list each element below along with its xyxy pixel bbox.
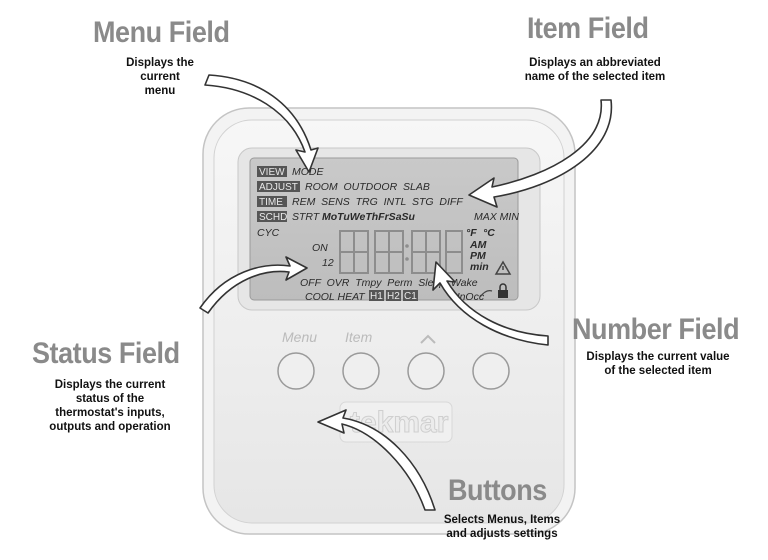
button-label-menu: Menu [282, 329, 317, 345]
item-field-title: Item Field [527, 12, 649, 45]
lcd-item-row4-prefix: STRT [292, 211, 321, 223]
lcd-screen: VIEW ADJUST TIME SCHD MODE ROOM OUTDOOR … [249, 157, 519, 303]
status-field-arrow [199, 256, 308, 314]
colon-dot-top [405, 244, 409, 248]
menu-tag-view [257, 166, 287, 177]
status-field-title: Status Field [32, 337, 180, 370]
status-field-desc: Displays the current status of the therm… [49, 379, 171, 433]
status-tag-h2-label: H2 [387, 291, 400, 302]
menu-tag-schd-label: SCHD [259, 212, 287, 223]
lcd-unit-min: min [470, 261, 489, 273]
svg-text:tekmar: tekmar [350, 406, 449, 439]
button-label-item: Item [345, 329, 373, 345]
lcd-item-row3: REM SENS TRG INTL STG DIFF [292, 196, 463, 208]
buttons-arrow [317, 409, 436, 511]
status-tag-h2 [386, 290, 401, 301]
menu-button[interactable] [277, 352, 315, 390]
menu-tag-schd [257, 211, 287, 222]
lcd-unit-f: °F [466, 227, 477, 239]
lcd-cyc: CYC [257, 227, 280, 239]
down-button[interactable] [472, 352, 510, 390]
menu-field-title: Menu Field [93, 16, 230, 49]
warning-icon [494, 260, 512, 275]
buttons-title: Buttons [448, 474, 547, 507]
lcd-on: ON [312, 242, 328, 254]
up-button[interactable] [407, 352, 445, 390]
menu-tag-adjust [257, 181, 300, 192]
menu-tag-time-label: TIME [259, 197, 283, 208]
colon-dot-bottom [405, 257, 409, 261]
callout-arrows [199, 74, 613, 511]
item-field-desc: Displays an abbreviated name of the sele… [524, 57, 666, 83]
lcd-unit-c: °C [483, 227, 495, 239]
menu-field-desc: Displays the current menu [126, 57, 194, 97]
lcd-day-labels: MoTuWeThFrSaSu [322, 211, 416, 223]
menu-field-arrow [204, 74, 319, 173]
status-tag-c1 [403, 290, 418, 301]
status-tag-h1-label: H1 [370, 291, 383, 302]
number-field-desc: Displays the current value of the select… [586, 351, 730, 377]
item-button[interactable] [342, 352, 380, 390]
lcd-12: 12 [322, 257, 334, 269]
item-field-arrow [468, 99, 613, 208]
lcd-unit-am: AM [469, 239, 487, 251]
buttons-desc: Selects Menus, Items and adjusts setting… [443, 514, 561, 540]
menu-tag-view-label: VIEW [259, 167, 285, 178]
lcd-unit-pm: PM [470, 250, 486, 262]
up-arrow-icon [420, 334, 436, 344]
number-field-title: Number Field [572, 313, 740, 346]
status-tag-c1-label: C1 [404, 291, 417, 302]
lock-icon [479, 283, 508, 298]
lcd-item-row4-suffix: MAX MIN [474, 211, 519, 223]
number-field-arrow [432, 261, 549, 346]
status-tag-h1 [369, 290, 384, 301]
lcd-status-row2-prefix: COOL HEAT [305, 291, 366, 303]
lcd-item-row2: ROOM OUTDOOR SLAB [305, 181, 430, 193]
menu-tag-adjust-label: ADJUST [259, 182, 298, 193]
menu-tag-time [257, 196, 287, 207]
lcd-digits [339, 230, 463, 274]
